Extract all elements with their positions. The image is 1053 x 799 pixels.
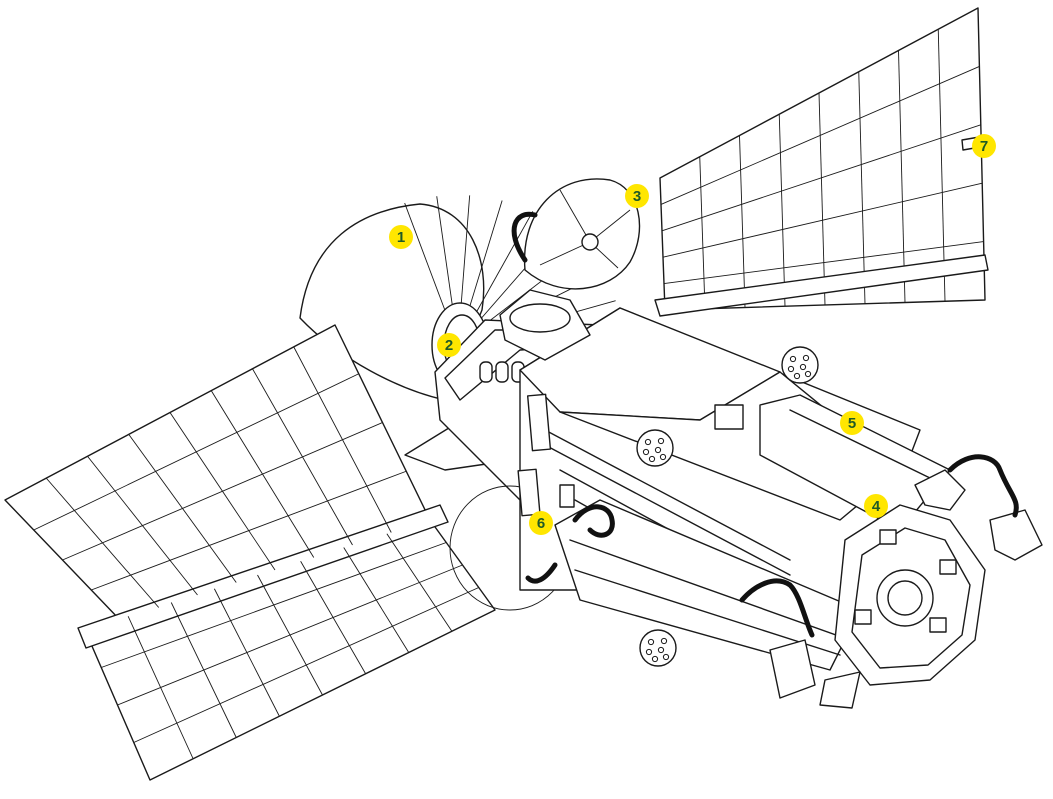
sphere-sensors bbox=[559, 346, 819, 667]
small-dish-antenna bbox=[499, 178, 641, 361]
callout-6: 6 bbox=[529, 511, 553, 535]
callout-1: 1 bbox=[389, 225, 413, 249]
upper-solar-array bbox=[654, 7, 989, 317]
callout-2: 2 bbox=[437, 333, 461, 357]
cables bbox=[511, 211, 1019, 638]
callout-4: 4 bbox=[864, 494, 888, 518]
callout-5: 5 bbox=[840, 411, 864, 435]
callout-7: 7 bbox=[972, 134, 996, 158]
lower-solar-array bbox=[4, 324, 501, 781]
callout-3: 3 bbox=[625, 184, 649, 208]
end-cap-assembly bbox=[769, 469, 1043, 709]
